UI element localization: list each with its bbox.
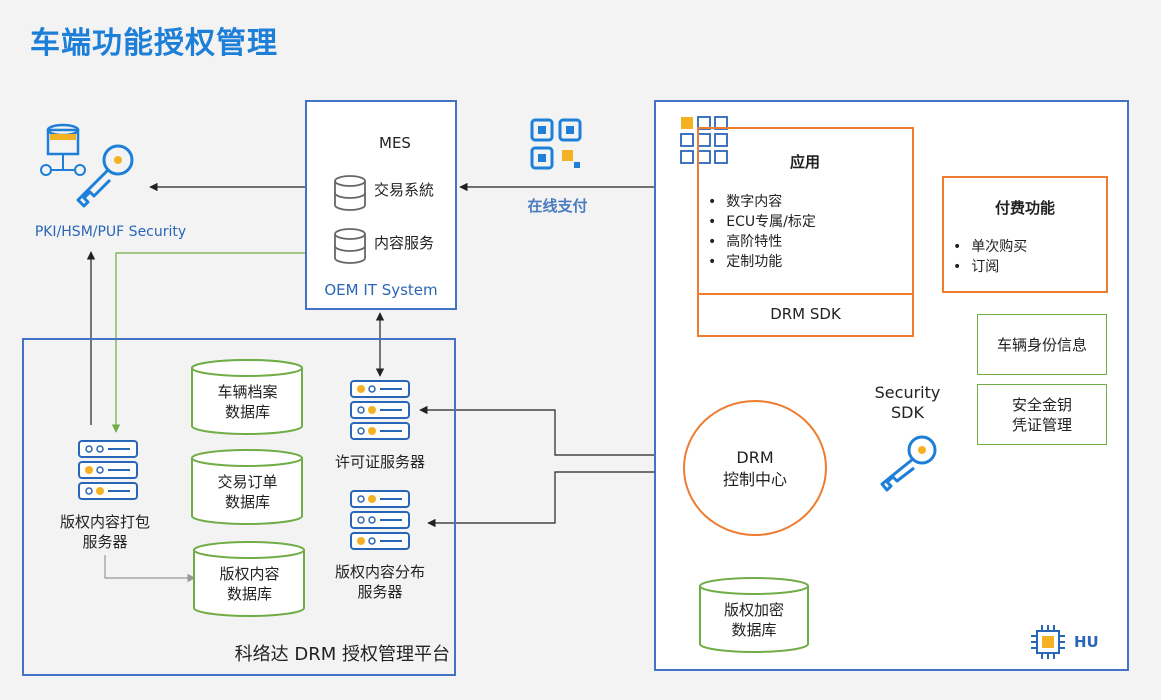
vehicle-archive-db-line1: 车辆档案 [217,383,278,401]
platform-footer-label: 科络达 DRM 授权管理平台 [234,644,450,665]
drm-sdk-label: DRM SDK [770,305,841,323]
trade-order-db-line2: 数据库 [224,493,270,511]
package-server-icon [78,440,138,500]
copyright-content-db-line1: 版权内容 [219,565,280,583]
vehicle-archive-db: 车辆档案 数据库 [190,358,305,436]
database-icon [334,175,366,211]
app-divider [697,293,914,295]
app-feature-list: 数字内容 ECU专属/标定 高阶特性 定制功能 [708,192,816,272]
distribution-server-line1: 版权内容分布 [334,563,425,581]
key-icon [880,435,937,492]
drm-platform-box [22,338,456,676]
arrow-content-to-package [111,252,305,433]
app-feature-item: 高阶特性 [708,232,816,252]
drm-control-center [683,400,827,536]
package-server-line1: 版权内容打包 [59,513,150,531]
content-service-label: 内容服务 [374,234,435,252]
arrow-package-to-copyright-db [104,555,196,583]
oem-footer-label: OEM IT System [324,281,438,299]
security-sdk-line1: Security [874,383,941,402]
paid-features-list: 单次购买 订阅 [953,237,1027,277]
copyright-content-db-line2: 数据库 [226,585,272,603]
vehicle-archive-db-line2: 数据库 [224,403,270,421]
pki-label: PKI/HSM/PUF Security [34,224,187,240]
license-server-icon [350,380,410,440]
pki-icon-group [38,120,138,210]
drm-db-line1: 版权加密 [723,601,784,619]
security-sdk-line2: SDK [891,403,924,422]
key-management-box [977,384,1107,445]
online-payment-label: 在线支付 [527,197,588,215]
drm-db-line2: 数据库 [731,621,777,639]
arrow-dist-drm [427,471,683,528]
trade-system-label: 交易系統 [374,181,435,199]
drm-encrypted-db: 版权加密 数据库 [698,576,810,654]
key-icon [76,144,134,208]
package-server-line2: 服务器 [82,533,128,551]
hu-label: HU [1074,633,1099,651]
app-feature-item: 数字内容 [708,192,816,212]
paid-features-title: 付费功能 [994,199,1055,217]
chip-icon [1031,625,1065,659]
trade-order-db-line1: 交易订单 [217,473,278,491]
qr-code-icon [530,118,582,170]
paid-features-box [942,176,1108,293]
mes-label: MES [379,134,411,152]
trade-order-db: 交易订单 数据库 [190,448,305,526]
distribution-server-line2: 服务器 [357,583,403,601]
drm-center-line1: DRM [736,448,774,467]
paid-feature-item: 单次购买 [953,237,1027,257]
server-db-icon [40,123,86,176]
app-title: 应用 [789,153,820,171]
page-title: 车端功能授权管理 [30,26,278,61]
arrow-license-drm [419,405,683,456]
key-management-line2: 凭证管理 [1011,416,1072,434]
drm-center-line2: 控制中心 [722,470,787,489]
database-icon [334,228,366,264]
oem-it-system-box [305,100,457,310]
app-grid-icon [680,116,728,164]
distribution-server-icon [350,490,410,550]
app-feature-item: ECU专属/标定 [708,212,816,232]
vehicle-identity-box [977,314,1107,375]
key-management-line1: 安全金钥 [1011,396,1072,414]
copyright-content-db: 版权内容 数据库 [192,540,307,618]
vehicle-identity-label: 车辆身份信息 [996,336,1087,354]
app-box [697,127,914,337]
paid-feature-item: 订阅 [953,257,1027,277]
license-server-label: 许可证服务器 [334,453,425,471]
app-feature-item: 定制功能 [708,252,816,272]
